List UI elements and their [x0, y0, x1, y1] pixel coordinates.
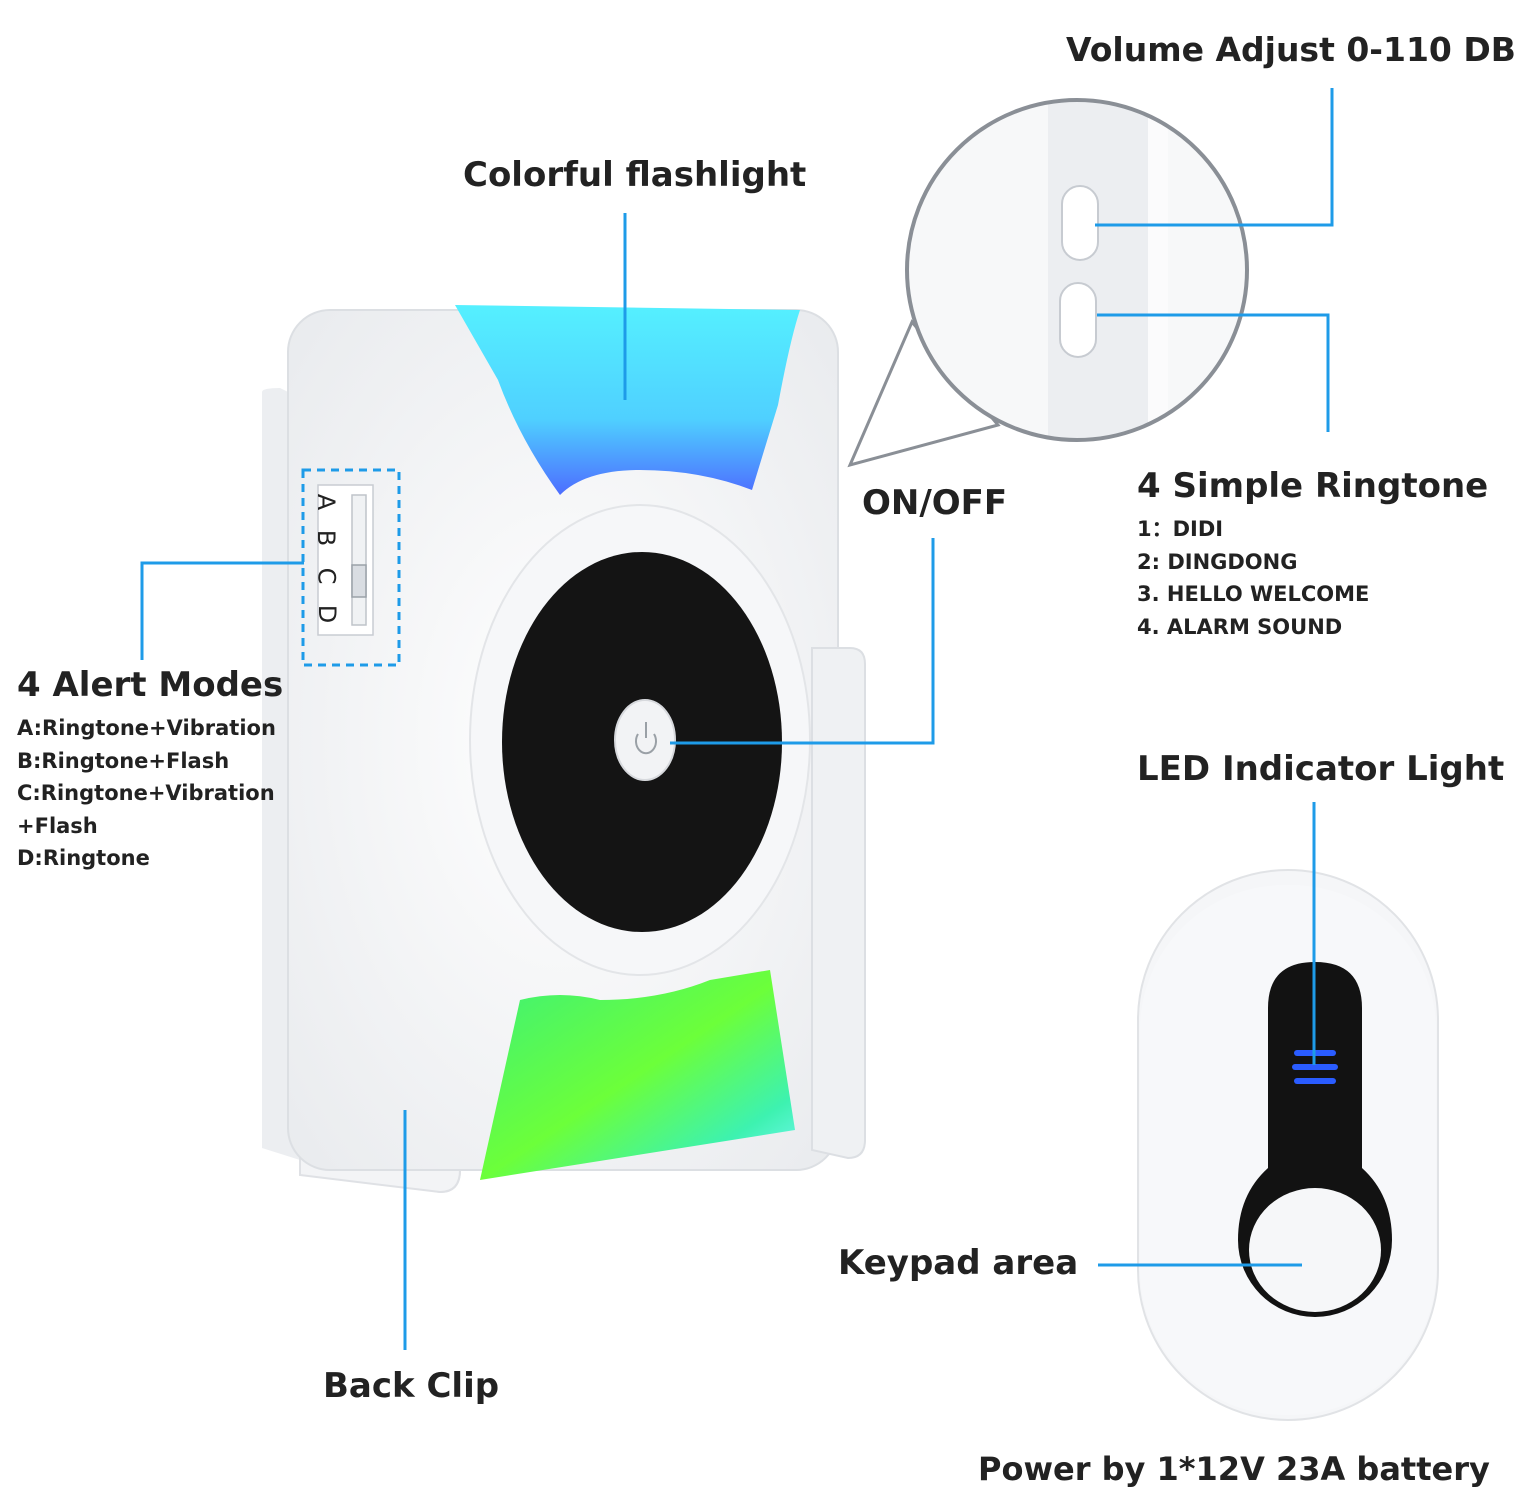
alert-modes-title: 4 Alert Modes	[17, 665, 284, 705]
alert-mode-a: A:Ringtone+Vibration	[17, 716, 276, 740]
switch-letter-c: C	[312, 567, 341, 585]
ringtone-item-1: 1：DIDI	[1137, 517, 1224, 541]
switch-letter-d: D	[313, 604, 342, 624]
volume-label: Volume Adjust 0-110 DB	[1066, 30, 1516, 69]
flashlight-label: Colorful flashlight	[463, 155, 807, 195]
switch-letter-b: B	[312, 529, 341, 547]
led-indicator	[1292, 1050, 1338, 1084]
onoff-label: ON/OFF	[862, 483, 1008, 523]
ringtone-item-4: 4. ALARM SOUND	[1137, 615, 1343, 639]
ringtone-item-2: 2: DINGDONG	[1137, 550, 1298, 574]
top-light	[455, 305, 800, 495]
doorbell-transmitter	[1137, 869, 1439, 1421]
led-label: LED Indicator Light	[1137, 749, 1505, 789]
ringtone-title: 4 Simple Ringtone	[1137, 466, 1489, 506]
alert-mode-d: D:Ringtone	[17, 846, 150, 870]
alert-mode-b: B:Ringtone+Flash	[17, 749, 230, 773]
keypad-label: Keypad area	[838, 1243, 1079, 1283]
power-button-icon	[614, 699, 676, 781]
zoom-detail	[847, 98, 1249, 468]
bottom-light	[480, 970, 795, 1180]
back-clip-label: Back Clip	[323, 1366, 500, 1406]
receiver-unit	[287, 305, 866, 1180]
callout-lines	[140, 88, 1334, 1350]
battery-label: Power by 1*12V 23A battery	[978, 1450, 1490, 1488]
ringtone-item-3: 3. HELLO WELCOME	[1137, 582, 1370, 606]
switch-letter-a: A	[312, 493, 341, 511]
mode-switch	[301, 468, 401, 667]
alert-mode-c: C:Ringtone+Vibration	[17, 781, 275, 805]
alert-mode-c-cont: +Flash	[17, 814, 98, 838]
keypad-button	[1249, 1188, 1381, 1312]
